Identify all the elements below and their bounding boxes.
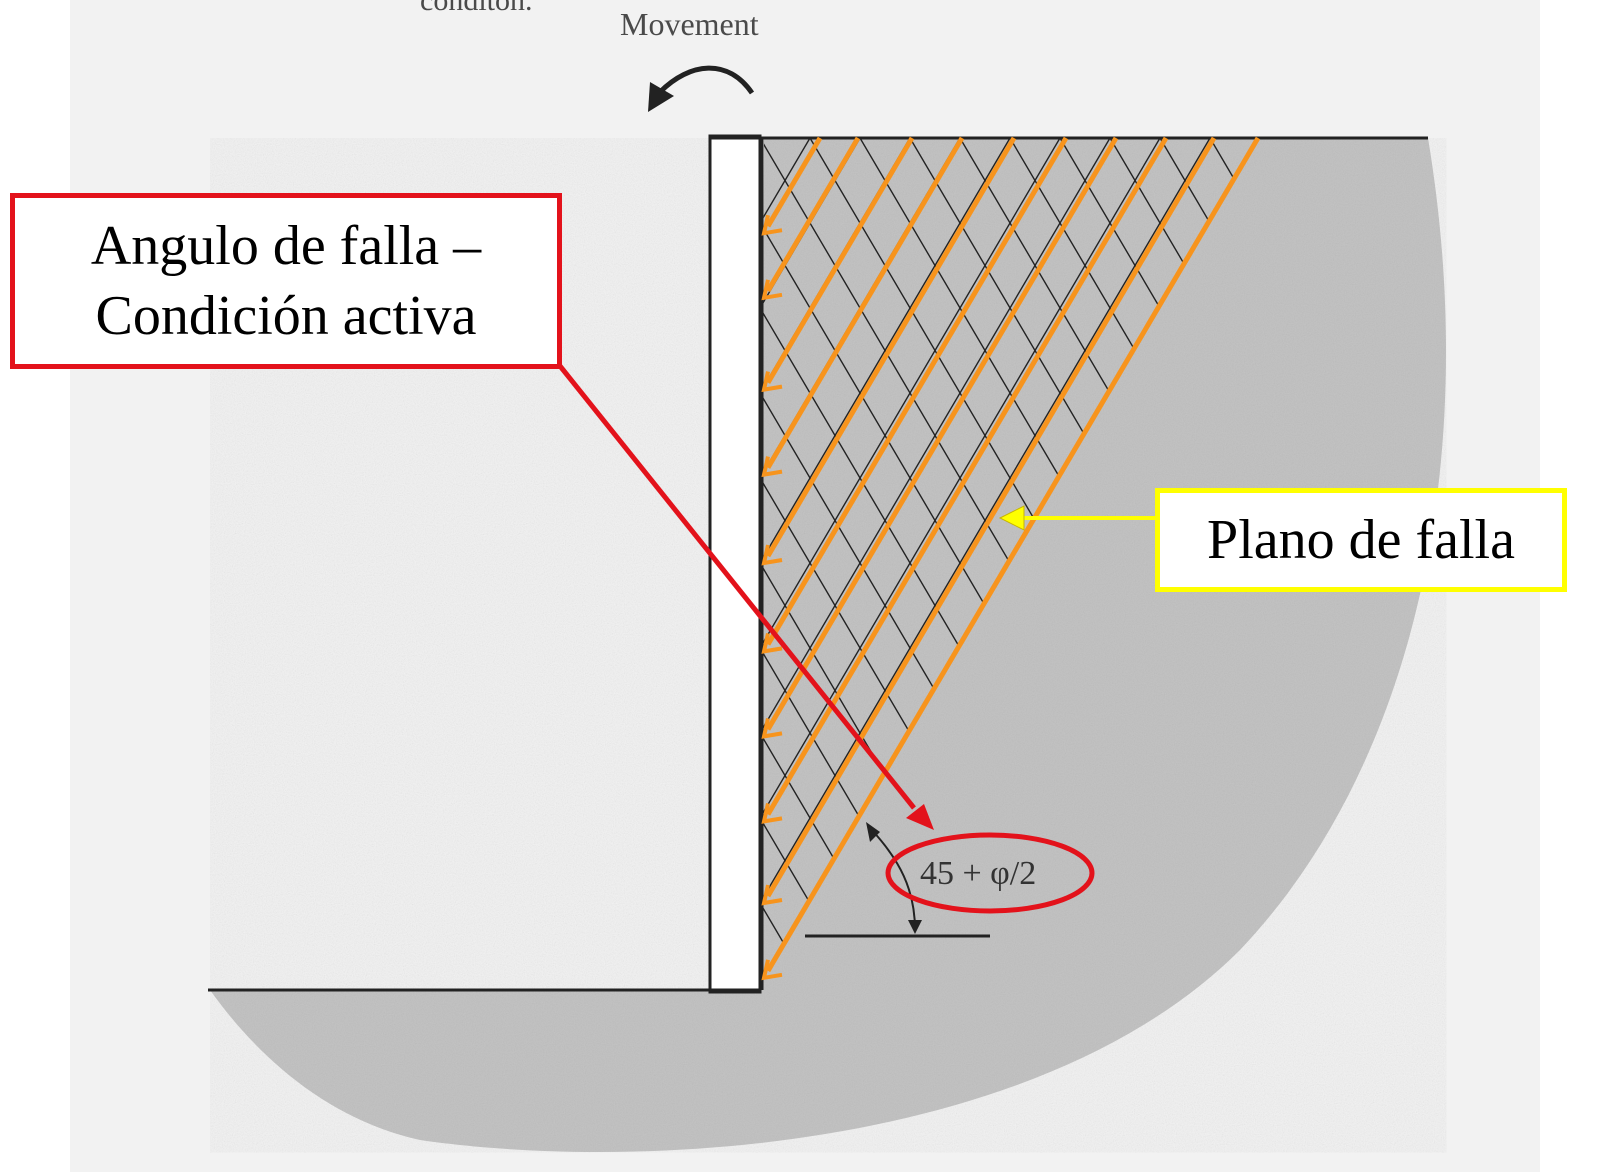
failure-line-arrowhead-icon xyxy=(761,632,783,654)
angle-arrow-top-icon xyxy=(866,822,880,842)
failure-line xyxy=(765,136,915,384)
failure-line-arrowhead-icon xyxy=(761,802,783,824)
failure-line xyxy=(765,136,1069,646)
movement-arrowhead-icon xyxy=(648,82,674,112)
failure-line xyxy=(765,136,965,469)
hatch-line-down xyxy=(760,138,891,985)
failure-line-arrowhead-icon xyxy=(761,371,783,393)
failure-plane-label: Plano de falla xyxy=(1207,509,1515,571)
plane-leader-arrowhead-icon xyxy=(998,505,1025,531)
failure-line xyxy=(765,136,1017,558)
active-callout-line1: Angulo de falla – xyxy=(90,215,482,277)
soil-mass xyxy=(210,138,1447,1153)
hatch-line-up xyxy=(0,138,10,1038)
hatch-line-up xyxy=(760,138,1111,985)
failure-line-arrowhead-icon xyxy=(761,544,783,566)
active-leader-line xyxy=(558,364,916,810)
failure-line-arrowhead-icon xyxy=(761,959,783,981)
caption-fragment: conditon. xyxy=(420,0,533,17)
failure-line xyxy=(765,136,1261,973)
hatch-line-up xyxy=(760,138,1011,985)
failure-line-arrowhead-icon xyxy=(761,456,783,478)
hatch-line-down xyxy=(1009,138,1258,985)
angle-arc xyxy=(869,827,916,931)
angle-highlight-ellipse xyxy=(885,832,1095,914)
failure-line-arrowhead-icon xyxy=(761,717,783,739)
failure-line-arrowhead-icon xyxy=(761,279,783,301)
failure-plane-callout: Plano de falla xyxy=(1155,488,1567,592)
hatch-line-up xyxy=(760,138,1161,985)
failure-line xyxy=(765,136,1217,898)
active-condition-callout: Angulo de falla – Condición activa xyxy=(10,193,562,369)
failure-line xyxy=(765,136,1119,731)
movement-arrow-icon xyxy=(658,65,755,95)
angle-label: 45 + φ/2 xyxy=(920,855,1036,892)
failure-lines xyxy=(761,136,1261,981)
failure-line xyxy=(765,136,1169,816)
failure-line-arrowhead-icon xyxy=(761,214,783,236)
active-leader-arrowhead-icon xyxy=(906,804,934,830)
failure-line xyxy=(765,136,861,293)
hatch-line-up xyxy=(1581,138,1603,1038)
hatch-line-up xyxy=(760,138,1061,985)
failure-line xyxy=(765,136,823,228)
active-callout-line2: Condición activa xyxy=(95,285,477,347)
hatch-line-down xyxy=(1059,138,1258,985)
angle-arrow-bottom-icon xyxy=(908,920,922,934)
movement-label: Movement xyxy=(620,6,759,42)
failure-line-arrowhead-icon xyxy=(761,884,783,906)
